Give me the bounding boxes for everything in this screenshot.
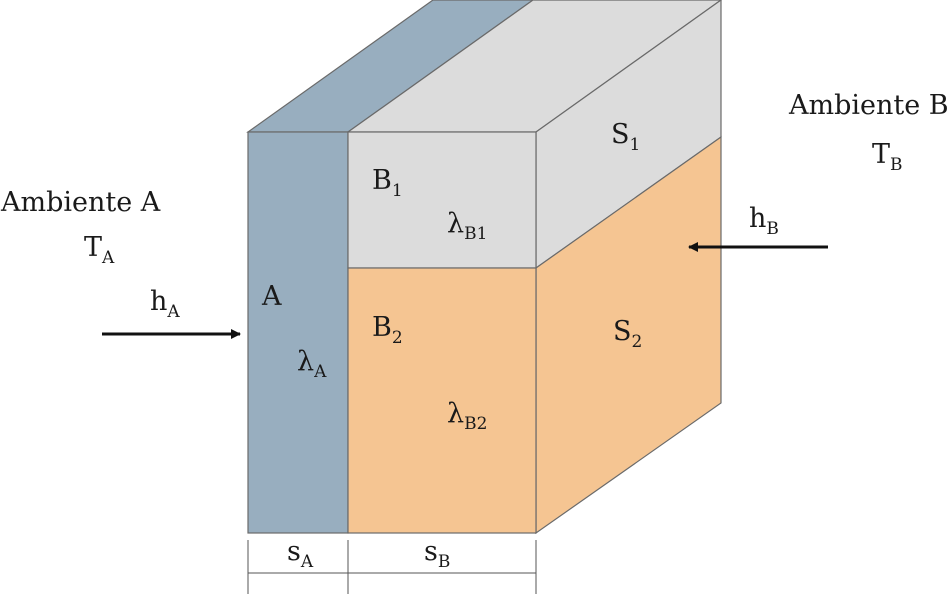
surface-s2-label: S2 [613,316,642,352]
layer-b1-label: B1 [372,165,403,201]
layer-a-front-face [247,131,349,534]
ambient-a-temperature: TA [84,232,115,268]
layer-b1-front-face [347,131,537,269]
layer-a-conductivity: λA [297,346,327,382]
ambient-a-coefficient: hA [150,286,180,322]
ambient-b-title: Ambiente B [788,90,949,121]
thickness-a-label: sA [287,536,314,572]
layer-b1-conductivity: λB1 [447,208,487,244]
layer-b2-front-face [347,267,537,534]
layer-b2-label: B2 [372,312,403,348]
ambient-a-title: Ambiente A [0,187,161,218]
surface-s1-label: S1 [611,119,640,155]
layer-a-label: A [261,281,282,312]
ambient-b-coefficient: hB [749,203,779,239]
thickness-b-label: sB [424,536,450,572]
ambient-b-temperature: TB [872,139,903,175]
layer-b2-conductivity: λB2 [447,398,487,434]
